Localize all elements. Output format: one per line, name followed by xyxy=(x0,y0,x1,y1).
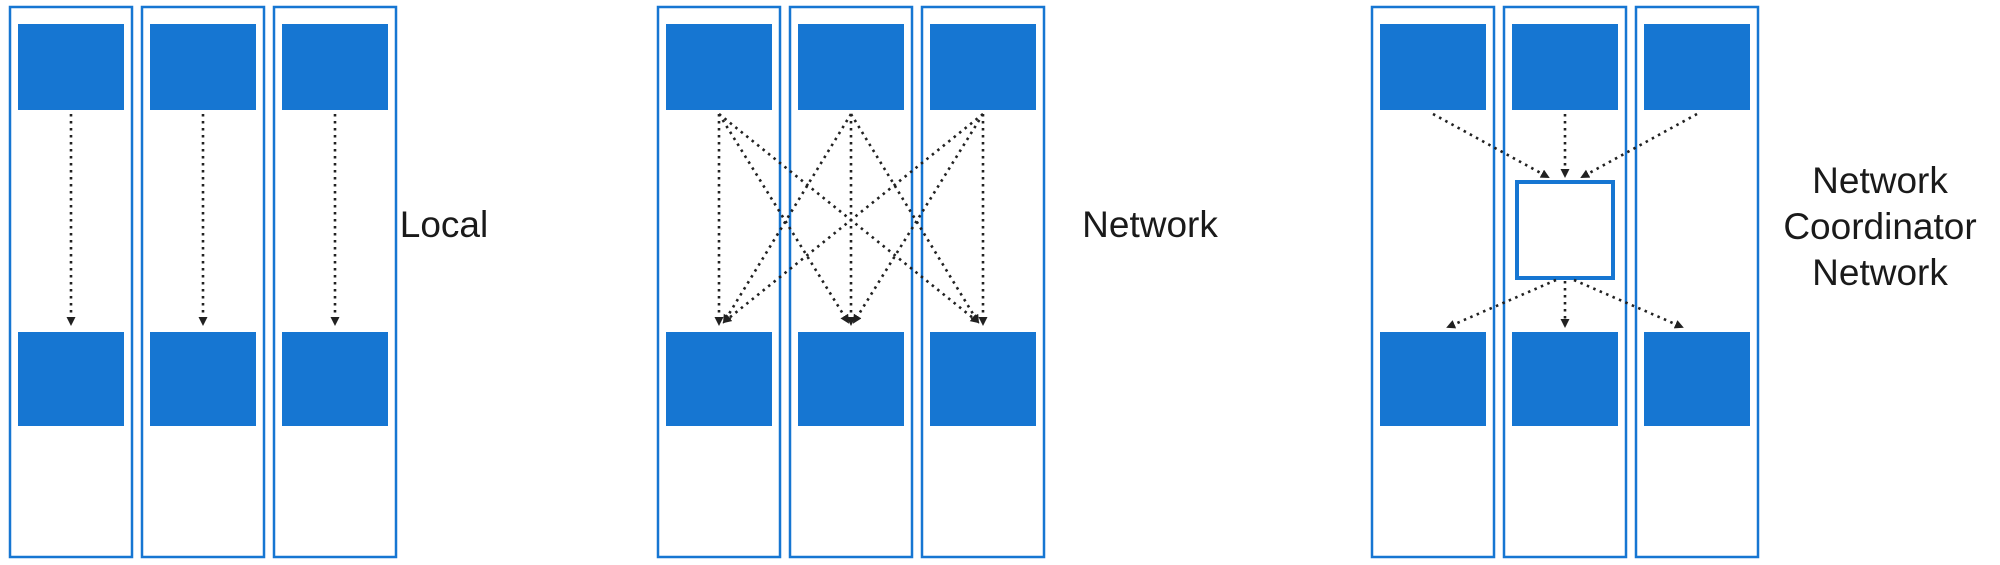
column xyxy=(1502,5,1628,559)
column xyxy=(272,5,398,559)
node-top xyxy=(930,24,1036,110)
coordinator-group xyxy=(1370,5,1760,559)
node-top xyxy=(666,24,772,110)
arrow xyxy=(849,113,980,324)
network-label: Network xyxy=(1082,204,1218,245)
node-bottom xyxy=(666,332,772,426)
coordinator-label-line-3: Network xyxy=(1812,252,1948,293)
local-label: Local xyxy=(399,204,489,245)
node-bottom xyxy=(282,332,388,426)
node-bottom xyxy=(150,332,256,426)
arrow xyxy=(1432,112,1550,179)
arrow xyxy=(1580,112,1698,179)
column xyxy=(8,5,134,559)
node-bottom xyxy=(798,332,904,426)
coordinator-node xyxy=(1515,180,1615,280)
arrow xyxy=(1446,278,1557,329)
node-bottom xyxy=(1512,332,1618,426)
column xyxy=(140,5,266,559)
network-group xyxy=(656,5,1046,559)
coordinator-label-line-2: Coordinator xyxy=(1783,206,1977,247)
node-top xyxy=(798,24,904,110)
node-bottom xyxy=(1380,332,1486,426)
arrow xyxy=(722,113,853,324)
node-bottom xyxy=(18,332,124,426)
column xyxy=(788,5,914,559)
node-top xyxy=(1644,24,1750,110)
column xyxy=(1370,5,1496,559)
node-bottom xyxy=(1644,332,1750,426)
node-top xyxy=(1512,24,1618,110)
coordinator-label: Network Coordinator Network xyxy=(1762,158,1998,296)
node-top xyxy=(282,24,388,110)
arrow xyxy=(717,113,850,324)
node-top xyxy=(18,24,124,110)
arrow xyxy=(1573,278,1684,329)
local-group xyxy=(8,5,398,559)
node-bottom xyxy=(930,332,1036,426)
arrow xyxy=(718,112,980,324)
node-top xyxy=(1380,24,1486,110)
column xyxy=(656,5,782,559)
arrow xyxy=(852,113,985,324)
column xyxy=(920,5,1046,559)
arrow xyxy=(722,112,984,324)
column xyxy=(1634,5,1760,559)
coordinator-label-line-1: Network xyxy=(1812,160,1948,201)
node-top xyxy=(150,24,256,110)
